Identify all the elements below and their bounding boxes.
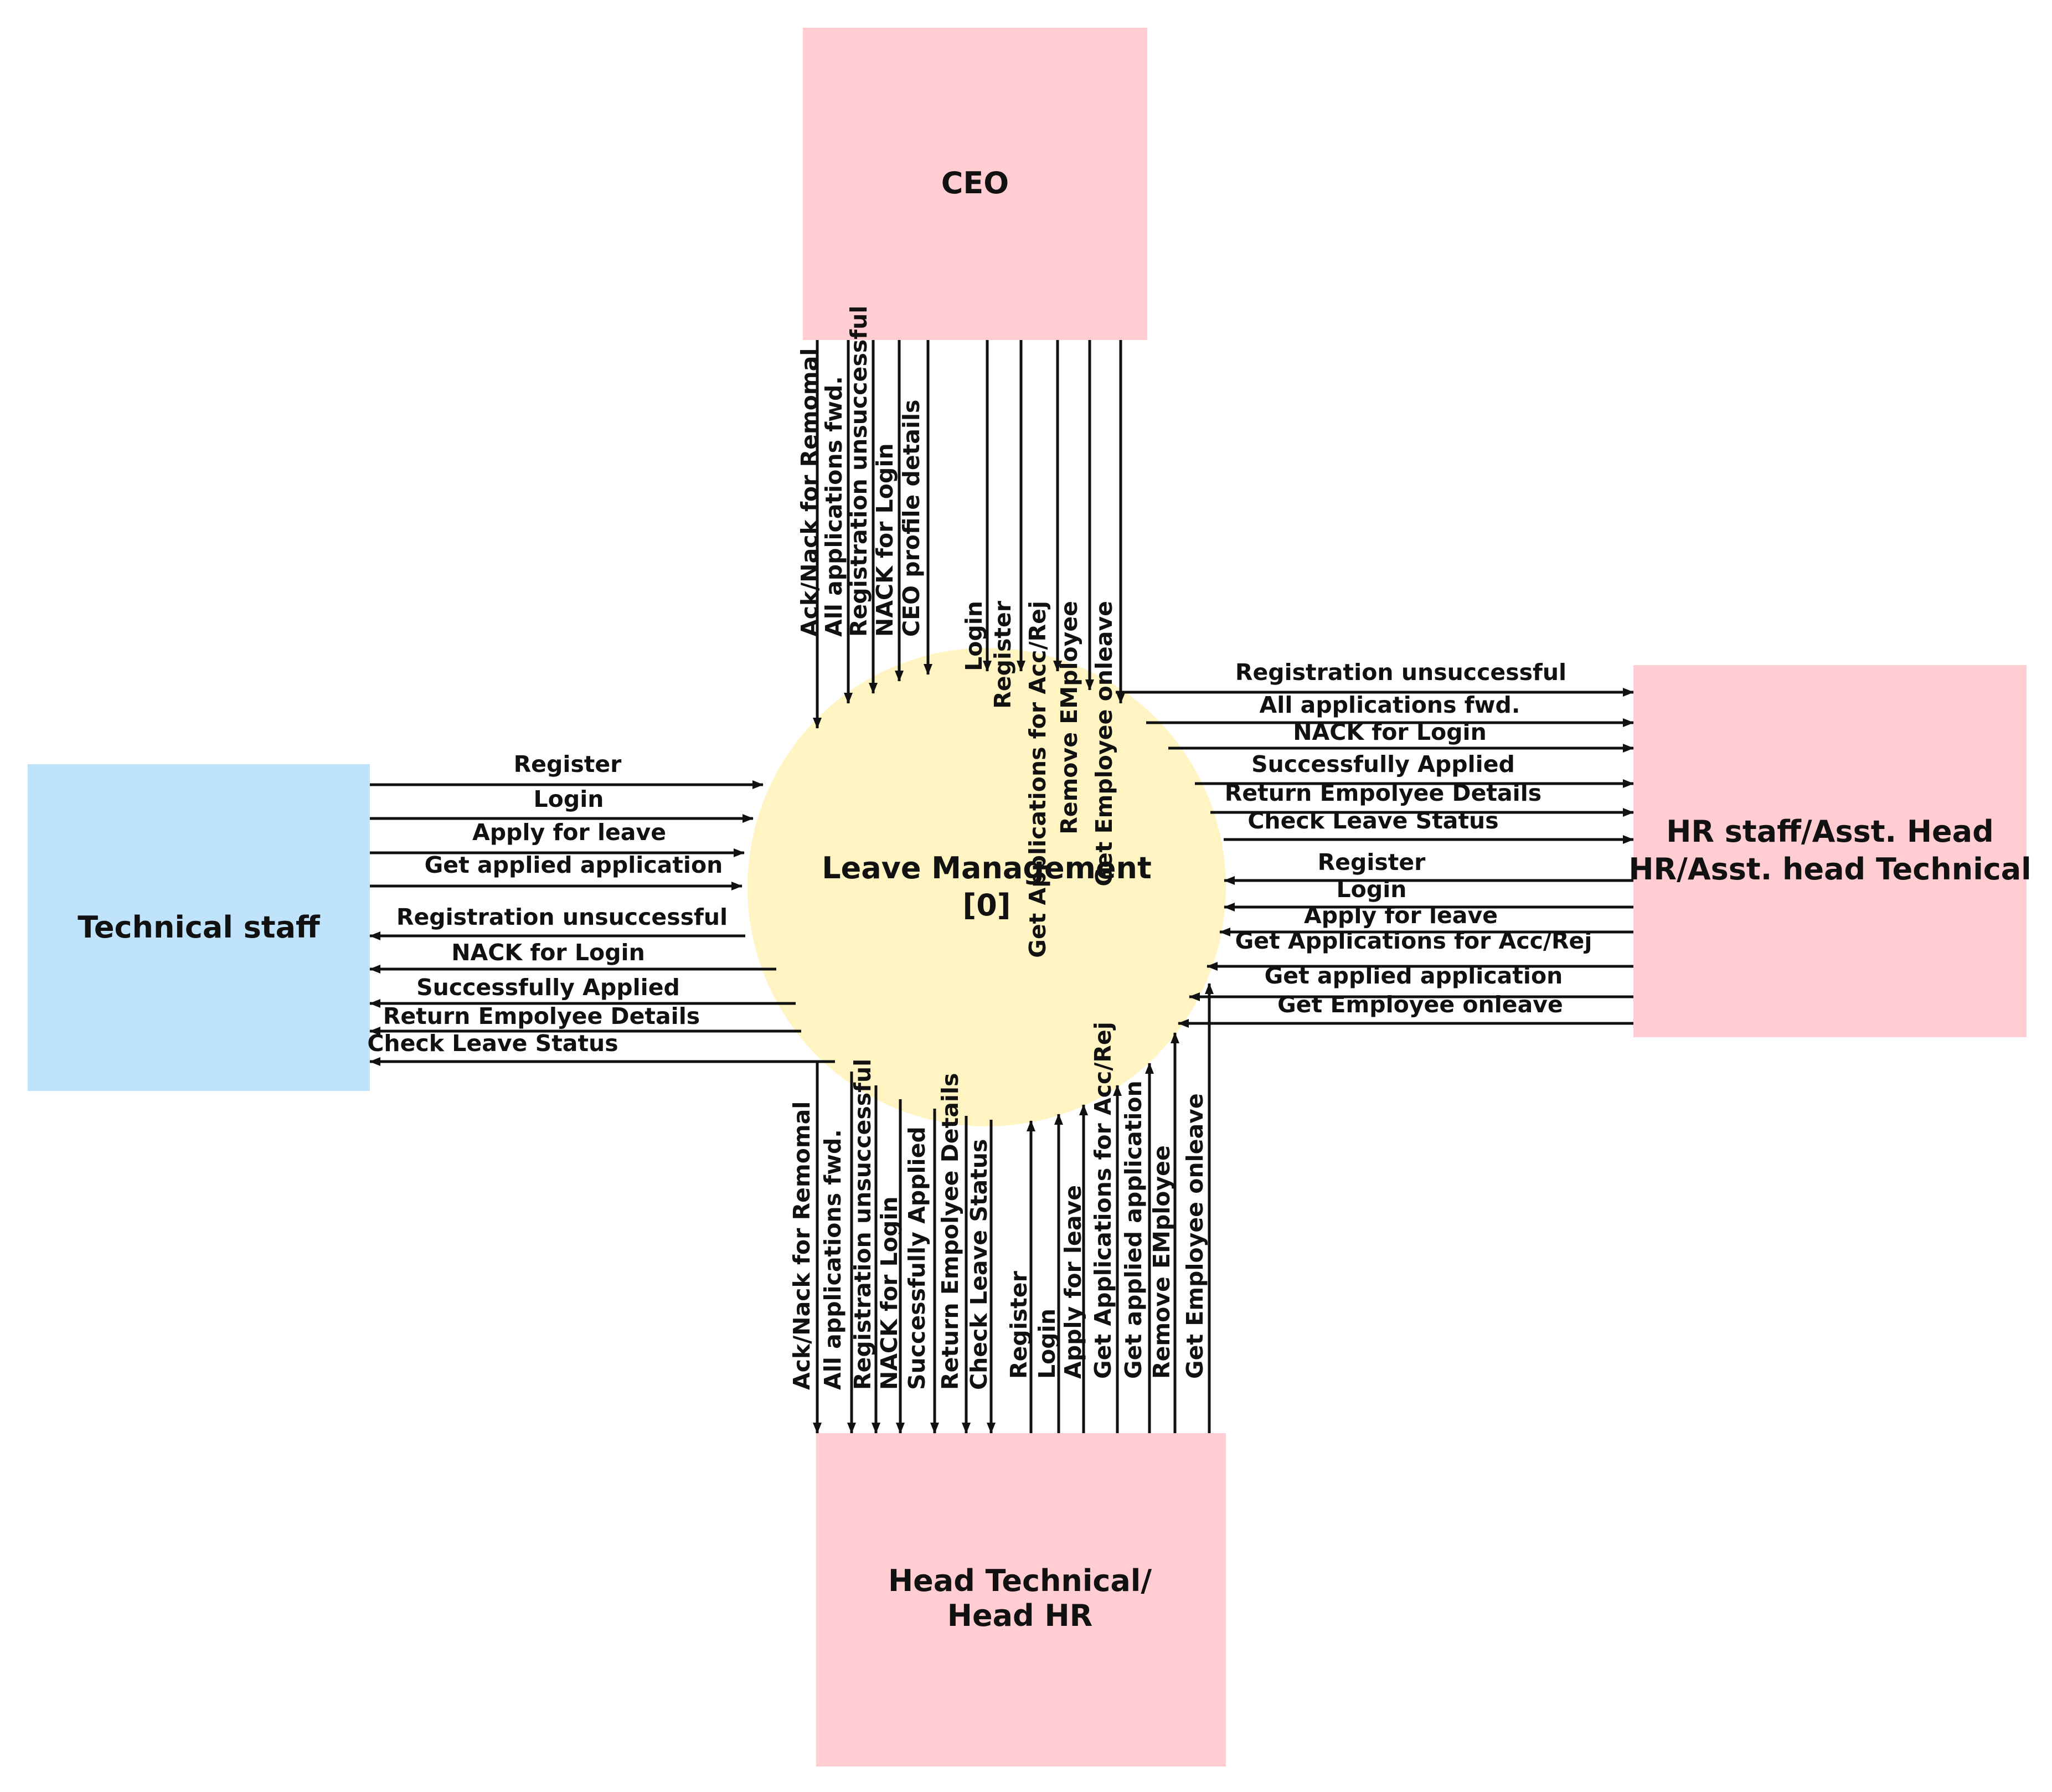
ceo-in-get-applications-for-acc-rej-label: Get Applications for Acc/Rej [1024,601,1051,958]
hr-out-return-empolyee-details-label: Return Empolyee Details [1225,780,1541,806]
hr-out-nack-for-login-label: NACK for Login [1293,719,1487,745]
head-in-get-employee-onleave-label: Get Employee onleave [1182,1093,1208,1379]
hr-in-get-applications-for-acc-rej-label: Get Applications for Acc/Rej [1235,928,1592,954]
head-in-login-label: Login [1034,1309,1060,1379]
hr-staff-label-line1: HR staff/Asst. Head [1666,814,1994,849]
process-id: [0] [963,888,1011,923]
tech-in-login-label: Login [534,786,604,812]
hr-in-get-applied-application-label: Get applied application [1265,962,1563,989]
hr-out-check-leave-status-label: Check Leave Status [1247,807,1498,834]
hr-staff-entity [1633,665,2027,1037]
ceo-entity [803,28,1147,340]
head-in-get-applications-for-acc-rej-label: Get Applications for Acc/Rej [1090,1022,1116,1379]
head-out-all-applications-fwd-label: All applications fwd. [819,1129,846,1390]
head-out-successfully-applied-label: Successfully Applied [904,1126,930,1390]
ceo-out-nack-for-login-label: NACK for Login [872,443,898,637]
tech-out-check-leave-status-label: Check Leave Status [367,1030,618,1057]
technical-staff-entity [28,764,370,1091]
leave-management-process [747,648,1226,1126]
head-in-apply-for-leave-label: Apply for leave [1060,1185,1086,1379]
hr-staff-label-line2: HR/Asst. head Technical [1628,852,2031,887]
tech-in-register-label: Register [514,751,622,777]
head-technical-entity [816,1433,1226,1767]
ceo-label: CEO [941,166,1009,200]
hr-in-register-label: Register [1318,849,1426,876]
tech-in-apply-for-leave-label: Apply for leave [472,819,666,846]
ceo-out-all-applications-fwd-label: All applications fwd. [821,376,847,637]
hr-in-login-label: Login [1337,876,1407,903]
head-in-register-label: Register [1006,1270,1032,1379]
hr-out-registration-unsuccessful-label: Registration unsuccessful [1235,659,1566,686]
head-in-get-applied-application-label: Get applied application [1120,1080,1147,1379]
tech-out-successfully-applied-label: Successfully Applied [416,974,680,1001]
tech-out-registration-unsuccessful-label: Registration unsuccessful [396,904,728,930]
head-in-remove-employee-label: Remove EMployee [1148,1145,1175,1379]
tech-out-return-empolyee-details-label: Return Empolyee Details [383,1003,700,1029]
hr-in-get-employee-onleave-label: Get Employee onleave [1277,991,1563,1018]
ceo-in-login-label: Login [961,601,987,671]
ceo-in-get-employee-onleave-label: Get Employee onleave [1091,601,1117,887]
head-label-line2: Head HR [947,1598,1093,1633]
ceo-out-registration-unsuccessful-label: Registration unsuccessful [845,306,872,637]
hr-in-apply-for-leave-label: Apply for leave [1304,902,1498,929]
head-out-registration-unsuccessful-label: Registration unsuccessful [849,1059,876,1390]
ceo-in-register-label: Register [989,600,1016,709]
hr-out-successfully-applied-label: Successfully Applied [1251,751,1515,777]
ceo-out-ack-nack-for-remomal-label: Ack/Nack for Remomal [796,348,823,637]
head-out-ack-nack-for-remomal-label: Ack/Nack for Remomal [788,1101,815,1390]
head-out-check-leave-status-label: Check Leave Status [966,1139,992,1390]
ceo-out-ceo-profile-details-label: CEO profile details [898,400,925,637]
hr-out-all-applications-fwd-label: All applications fwd. [1260,692,1520,718]
technical-staff-label: Technical staff [78,910,321,945]
tech-in-get-applied-application-label: Get applied application [425,852,723,878]
head-label-line1: Head Technical/ [888,1563,1152,1598]
head-out-nack-for-login-label: NACK for Login [876,1196,903,1390]
head-out-return-empolyee-details-label: Return Empolyee Details [937,1073,963,1390]
ceo-in-remove-employee-label: Remove EMployee [1056,601,1082,835]
tech-out-nack-for-login-label: NACK for Login [451,939,645,966]
process-title: Leave Management [822,851,1152,885]
